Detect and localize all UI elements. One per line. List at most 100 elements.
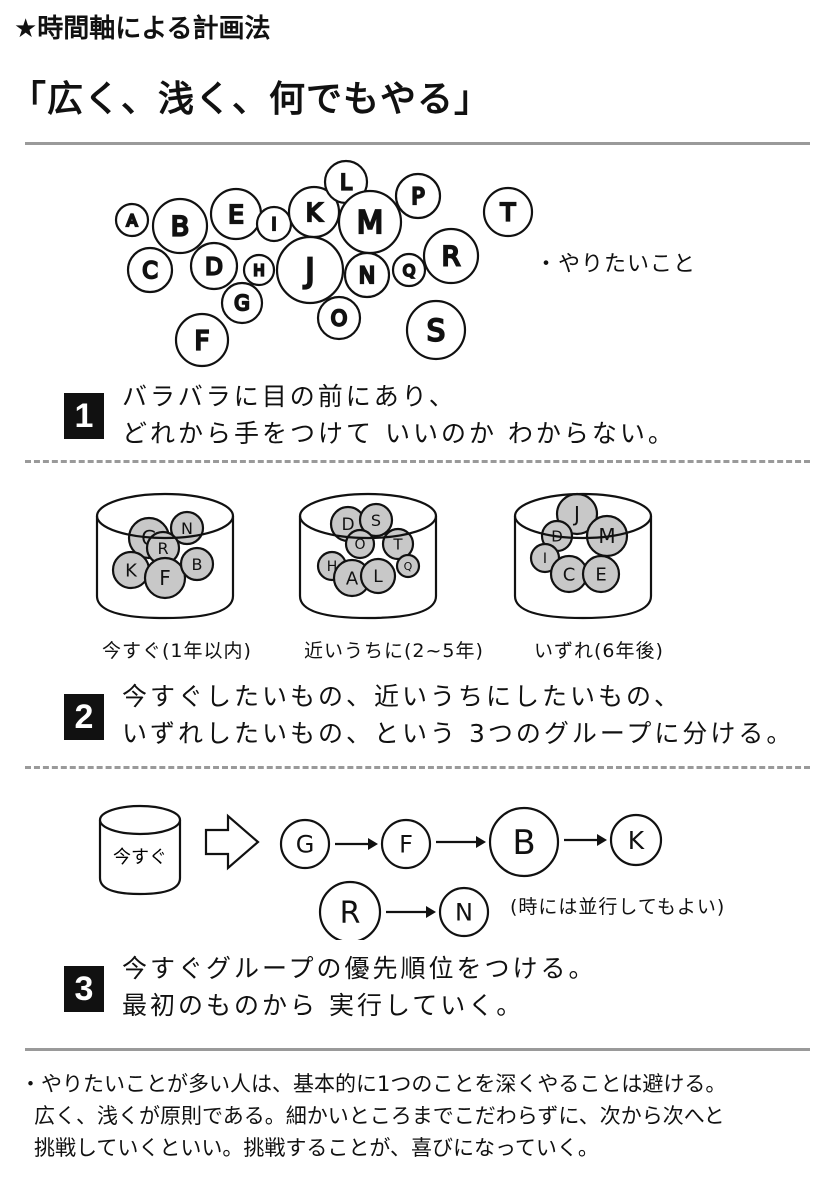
svg-text:B: B bbox=[192, 555, 203, 574]
step-1-line-1: バラバラに目の前にあり、 bbox=[122, 382, 457, 411]
svg-text:C: C bbox=[142, 259, 157, 284]
jar-caption-soon: 近いうちに(2~5年) bbox=[304, 640, 484, 662]
bubble-r: R bbox=[422, 227, 480, 285]
jars-illustration: GNRKFBDSOTHALQJDMICE bbox=[95, 492, 653, 620]
step-3-line-1: 今すぐグループの優先順位をつける。 bbox=[122, 954, 597, 983]
bubble-t: T bbox=[482, 186, 534, 238]
flow-step-b: B bbox=[488, 806, 560, 878]
svg-text:J: J bbox=[572, 502, 580, 526]
svg-text:A: A bbox=[127, 211, 138, 230]
bottom-divider bbox=[25, 1048, 810, 1051]
svg-text:L: L bbox=[340, 171, 352, 195]
priority-flow: 今すぐ G F B K R N bbox=[98, 804, 663, 940]
svg-text:F: F bbox=[159, 566, 171, 590]
jar-0-ball-k: K bbox=[111, 550, 151, 590]
svg-text:B: B bbox=[171, 212, 190, 243]
svg-text:S: S bbox=[427, 313, 445, 347]
footnote-line-2: 広く、浅くが原則である。細かいところまでこだわらずに、次から次へと bbox=[34, 1104, 725, 1128]
svg-text:F: F bbox=[195, 326, 210, 356]
svg-text:I: I bbox=[543, 551, 547, 567]
flow-step-g: G bbox=[279, 818, 331, 870]
svg-text:I: I bbox=[271, 215, 276, 235]
svg-text:O: O bbox=[354, 537, 365, 553]
svg-text:Q: Q bbox=[403, 261, 416, 280]
bubble-k: K bbox=[287, 185, 341, 239]
svg-text:G: G bbox=[234, 291, 250, 315]
step-3-text: 今すぐグループの優先順位をつける。 最初のものから 実行していく。 bbox=[122, 950, 597, 1024]
svg-text:K: K bbox=[628, 826, 645, 855]
flow-arrow-head bbox=[426, 906, 436, 918]
step-3-line-2: 最初のものから 実行していく。 bbox=[122, 991, 525, 1020]
jar-0: GNRKFB bbox=[95, 492, 235, 620]
section-heading: ★時間軸による計画法 bbox=[14, 14, 271, 44]
jar-0-ball-f: F bbox=[143, 556, 187, 600]
svg-text:N: N bbox=[455, 899, 473, 927]
svg-text:K: K bbox=[125, 560, 138, 581]
svg-text:S: S bbox=[371, 511, 381, 530]
bubble-j: J bbox=[275, 235, 345, 305]
top-divider bbox=[25, 142, 810, 145]
bubble-m: M bbox=[337, 189, 403, 255]
svg-text:P: P bbox=[411, 185, 424, 210]
svg-text:N: N bbox=[181, 519, 193, 538]
jar-caption-now: 今すぐ(1年以内) bbox=[102, 640, 252, 662]
step-2-number: 2 bbox=[64, 694, 104, 740]
svg-text:R: R bbox=[157, 539, 168, 558]
step-2-line-2: いずれしたいもの、という 3つのグループに分ける。 bbox=[122, 719, 795, 748]
bubble-f: F bbox=[174, 312, 230, 368]
flow-arrow-head bbox=[368, 838, 378, 850]
bubble-i: I bbox=[255, 205, 293, 243]
svg-text:H: H bbox=[253, 261, 264, 279]
svg-text:E: E bbox=[595, 564, 606, 585]
step-2-line-1: 今すぐしたいもの、近いうちにしたいもの、 bbox=[122, 682, 683, 711]
flow-parallel-n: N bbox=[438, 886, 490, 938]
jar-caption-later: いずれ(6年後) bbox=[534, 640, 664, 662]
bubble-n: N bbox=[343, 251, 391, 299]
svg-text:L: L bbox=[373, 567, 383, 587]
svg-text:R: R bbox=[442, 242, 461, 273]
divider-2 bbox=[25, 766, 810, 769]
bubble-d: D bbox=[189, 241, 239, 291]
svg-text:B: B bbox=[512, 823, 535, 863]
svg-text:J: J bbox=[303, 251, 315, 290]
step-2-text: 今すぐしたいもの、近いうちにしたいもの、 いずれしたいもの、という 3つのグルー… bbox=[122, 678, 794, 752]
svg-text:T: T bbox=[392, 535, 403, 553]
footnote-line-1: ・やりたいことが多い人は、基本的に1つのことを深くやることは避ける。 bbox=[20, 1072, 727, 1096]
flow-jar-label: 今すぐ bbox=[113, 847, 167, 868]
flow-arrow-head bbox=[597, 834, 607, 846]
bubble-s: S bbox=[405, 299, 467, 361]
svg-text:A: A bbox=[346, 568, 359, 589]
bubble-e: E bbox=[209, 187, 263, 241]
cloud-label: ・やりたいこと bbox=[535, 252, 697, 277]
bubble-q: Q bbox=[391, 252, 427, 288]
step-3-number: 3 bbox=[64, 966, 104, 1012]
svg-text:D: D bbox=[341, 515, 354, 535]
svg-text:D: D bbox=[205, 254, 223, 280]
jar-2-ball-e: E bbox=[581, 554, 621, 594]
flow-arrow-head bbox=[476, 836, 486, 848]
flow-step-f: F bbox=[380, 818, 432, 870]
svg-text:F: F bbox=[399, 831, 413, 859]
step-1-line-2: どれから手をつけて いいのか わからない。 bbox=[122, 419, 676, 448]
svg-text:T: T bbox=[500, 199, 516, 227]
svg-text:R: R bbox=[340, 896, 361, 931]
flow-note: (時には並行してもよい) bbox=[510, 896, 726, 918]
footnote-line-3: 挑戦していくといい。挑戦することが、喜びになっていく。 bbox=[34, 1136, 599, 1160]
svg-text:G: G bbox=[296, 831, 315, 859]
flow-step-k: K bbox=[609, 813, 663, 867]
svg-text:N: N bbox=[359, 264, 375, 289]
svg-text:O: O bbox=[331, 307, 348, 331]
svg-text:Q: Q bbox=[404, 560, 413, 573]
flow-parallel-r: R bbox=[318, 880, 382, 940]
bubble-p: P bbox=[394, 172, 442, 220]
jar-1-ball-s: S bbox=[358, 502, 394, 538]
svg-text:C: C bbox=[563, 564, 576, 585]
bubble-c: C bbox=[126, 246, 174, 294]
bubble-b: B bbox=[151, 197, 209, 255]
bubble-o: O bbox=[316, 295, 362, 341]
bubble-l: L bbox=[323, 159, 369, 205]
bubble-h: H bbox=[242, 253, 276, 287]
